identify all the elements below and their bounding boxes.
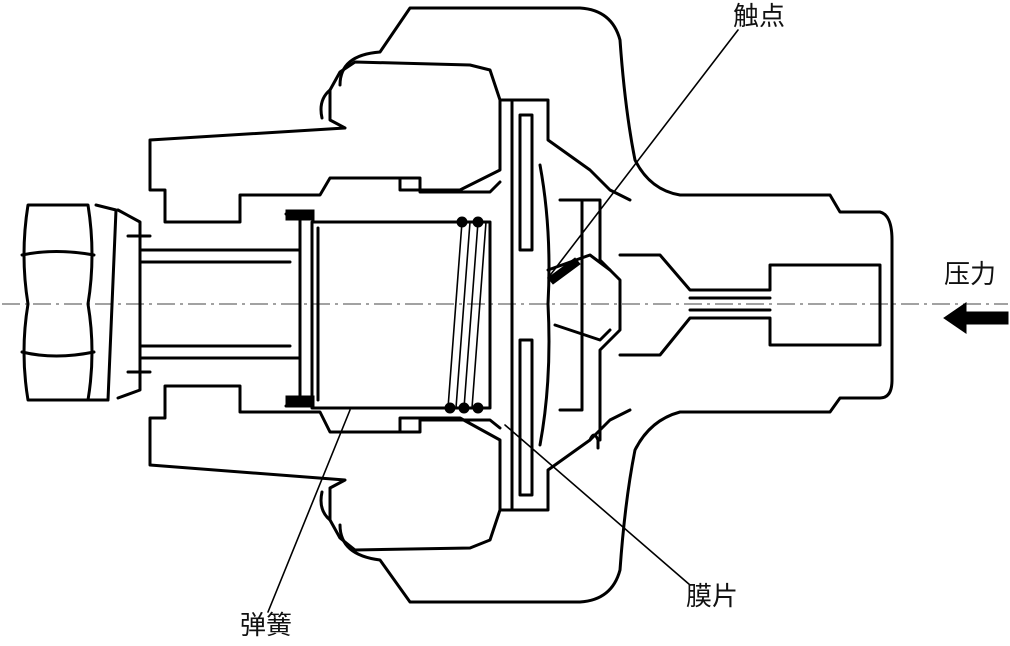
outer-cover bbox=[338, 6, 894, 604]
pressure-port bbox=[618, 253, 882, 357]
threaded-neck bbox=[116, 208, 302, 400]
contact-assembly bbox=[546, 198, 622, 450]
hex-nut bbox=[20, 203, 118, 402]
leader-lines bbox=[267, 29, 739, 613]
label-diaphragm: 膜片 bbox=[686, 582, 739, 612]
diaphragm-plates bbox=[498, 98, 584, 512]
label-spring: 弹簧 bbox=[240, 611, 293, 641]
spring-cup bbox=[284, 209, 492, 410]
arrow-left-icon bbox=[943, 302, 1009, 334]
label-contact: 触点 bbox=[733, 2, 786, 32]
coil-spring bbox=[444, 216, 487, 414]
main-housing bbox=[148, 60, 502, 552]
label-pressure: 压力 bbox=[944, 260, 997, 290]
